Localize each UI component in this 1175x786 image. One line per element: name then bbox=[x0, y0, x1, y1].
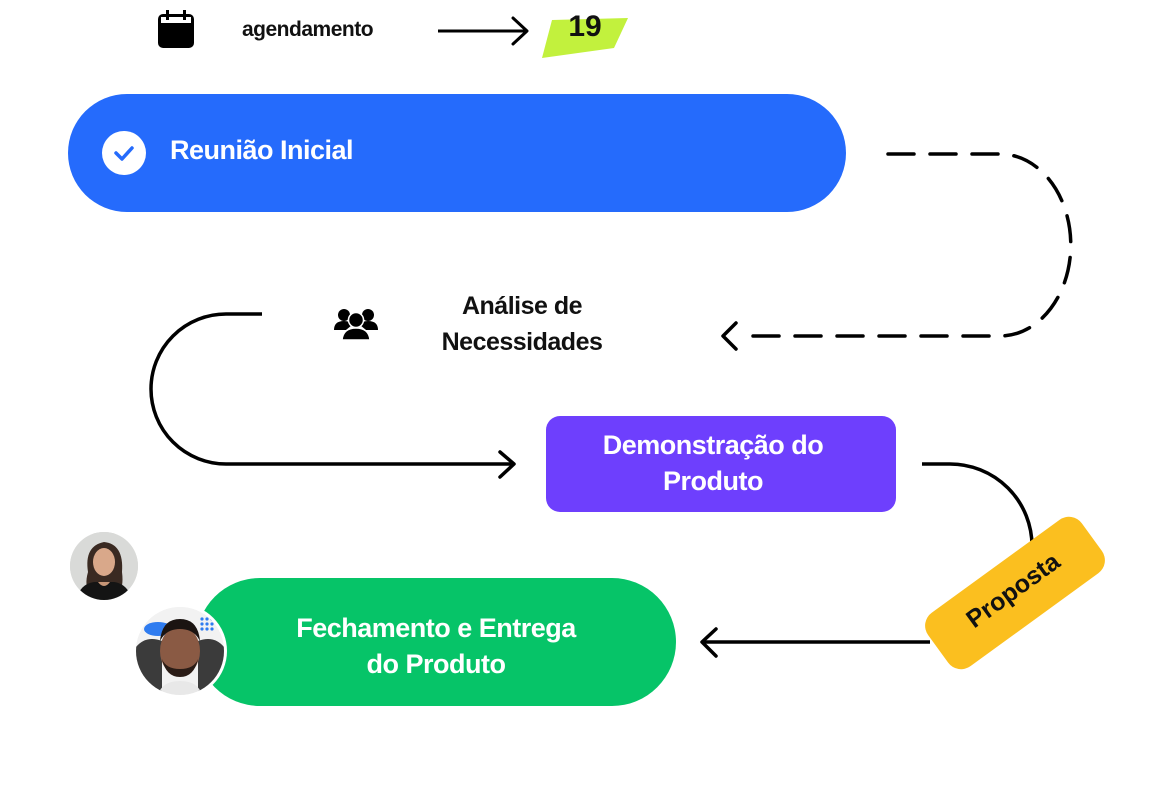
step-label-line-2: Produto bbox=[663, 466, 763, 496]
step-label: Fechamento e Entrega do Produto bbox=[226, 610, 646, 682]
schedule-label: agendamento bbox=[242, 18, 374, 41]
tag-label: Proposta bbox=[961, 547, 1066, 634]
badge-shape bbox=[542, 18, 628, 58]
step-label: Demonstração do Produto bbox=[546, 427, 880, 499]
step-label-line-2: Necessidades bbox=[441, 328, 603, 356]
step-label-line-2: do Produto bbox=[366, 649, 506, 679]
proposal-connector bbox=[922, 462, 1034, 547]
step-label: Análise de Necessidades bbox=[412, 288, 632, 360]
step-analise-necessidades[interactable]: Análise de Necessidades bbox=[302, 282, 692, 362]
day-badge: 19 bbox=[540, 10, 630, 58]
day-number: 19 bbox=[568, 10, 602, 43]
step-fechamento-entrega[interactable]: Fechamento e Entrega do Produto bbox=[196, 578, 676, 706]
proposta-tag[interactable]: Proposta bbox=[918, 510, 1112, 676]
step-label: Reunião Inicial bbox=[170, 135, 354, 165]
users-group-icon bbox=[334, 309, 378, 341]
return-arrowhead bbox=[700, 627, 718, 658]
avatar-man bbox=[133, 604, 227, 698]
check-circle-icon bbox=[102, 131, 146, 175]
step-label-line-1: Análise de bbox=[461, 292, 583, 320]
step-demonstracao-produto[interactable]: Demonstração do Produto bbox=[546, 416, 896, 512]
step-reuniao-inicial[interactable]: Reunião Inicial bbox=[68, 94, 846, 212]
dashed-arrowhead bbox=[721, 321, 738, 351]
avatar-woman bbox=[70, 532, 138, 600]
step-label-line-1: Demonstração do bbox=[602, 430, 824, 460]
solid-arrowhead bbox=[498, 450, 516, 479]
calendar-icon bbox=[158, 10, 194, 48]
arrow-right-icon bbox=[438, 16, 529, 46]
step-label-line-1: Fechamento e Entrega bbox=[296, 613, 576, 643]
